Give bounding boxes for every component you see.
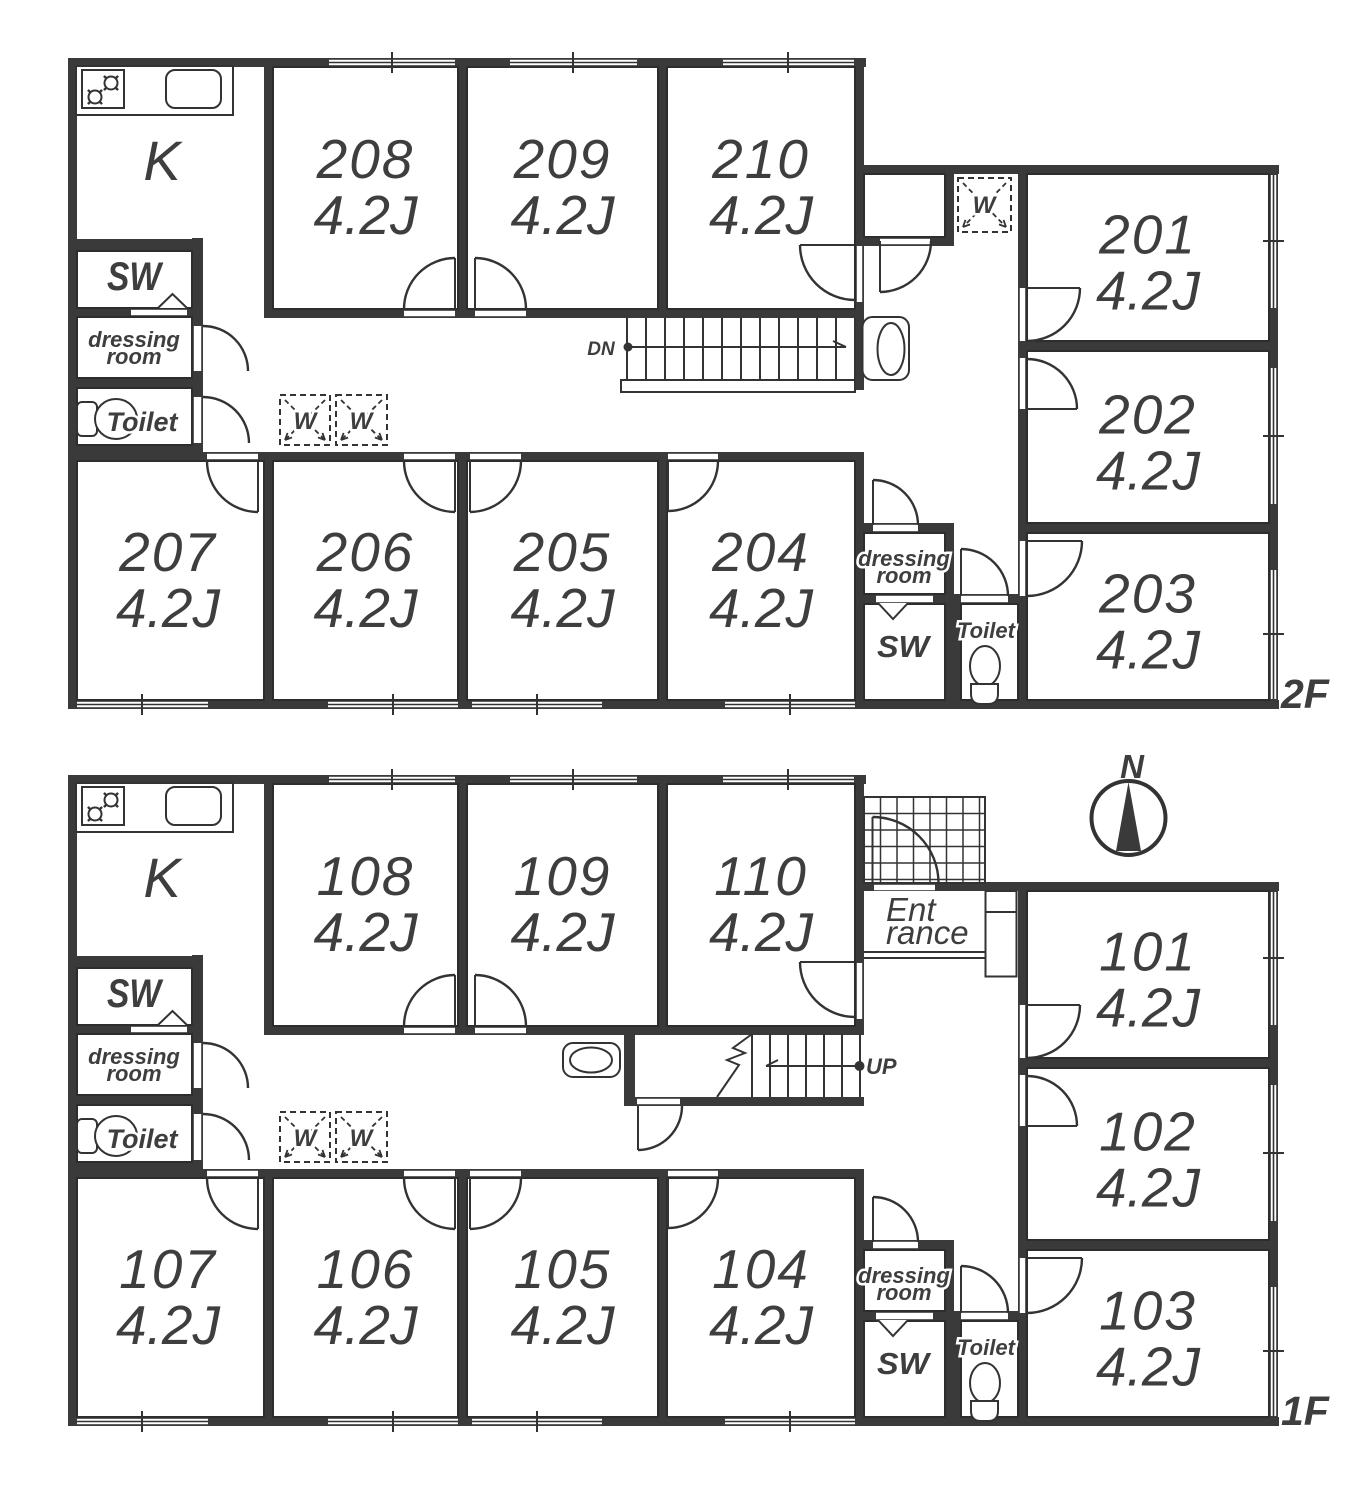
svg-text:dressing: dressing [858,546,950,571]
svg-text:205: 205 [513,521,612,583]
svg-text:W: W [973,192,998,219]
svg-text:Ent: Ent [886,891,937,928]
svg-text:W: W [294,1125,319,1152]
svg-text:4.2J: 4.2J [709,901,813,963]
svg-text:room: room [107,1061,162,1086]
svg-text:110: 110 [714,845,808,907]
svg-text:Toilet: Toilet [957,1335,1017,1360]
svg-text:W: W [350,408,375,435]
svg-text:room: room [877,563,932,588]
svg-text:dressing: dressing [88,1044,180,1069]
svg-text:102: 102 [1099,1101,1197,1163]
svg-text:room: room [877,1280,932,1305]
svg-text:4.2J: 4.2J [314,577,418,639]
svg-text:104: 104 [712,1238,810,1300]
svg-text:N: N [1120,748,1145,785]
svg-text:2F: 2F [1280,671,1330,717]
svg-text:room: room [107,344,162,369]
svg-text:4.2J: 4.2J [511,901,615,963]
svg-text:dressing: dressing [858,1263,950,1288]
svg-text:4.2J: 4.2J [1096,1336,1200,1398]
svg-text:4.2J: 4.2J [1096,619,1200,681]
svg-text:105: 105 [514,1238,612,1300]
svg-text:4.2J: 4.2J [314,184,418,246]
svg-text:108: 108 [317,845,415,907]
svg-text:207: 207 [118,521,217,583]
svg-text:SW: SW [877,1346,932,1381]
svg-text:K: K [143,846,183,909]
svg-text:107: 107 [119,1238,217,1300]
svg-text:208: 208 [316,128,415,190]
svg-text:rance: rance [886,914,969,951]
svg-text:202: 202 [1098,384,1197,446]
svg-text:206: 206 [316,521,415,583]
svg-text:204: 204 [711,521,810,583]
svg-text:203: 203 [1098,563,1197,625]
svg-text:106: 106 [317,1238,415,1300]
svg-text:Toilet: Toilet [957,618,1017,643]
svg-text:SW: SW [107,972,164,1016]
svg-text:UP: UP [866,1054,897,1079]
svg-text:101: 101 [1099,921,1197,983]
svg-text:dressing: dressing [88,327,180,352]
svg-text:4.2J: 4.2J [1096,1157,1200,1219]
svg-text:Toilet: Toilet [107,407,179,437]
svg-text:4.2J: 4.2J [1096,977,1200,1039]
svg-text:1F: 1F [1281,1388,1330,1434]
svg-text:209: 209 [513,128,612,190]
svg-text:4.2J: 4.2J [1096,440,1200,502]
svg-text:SW: SW [877,629,932,664]
svg-text:4.2J: 4.2J [511,577,615,639]
svg-text:4.2J: 4.2J [511,184,615,246]
svg-text:4.2J: 4.2J [511,1294,615,1356]
svg-text:4.2J: 4.2J [709,1294,813,1356]
svg-text:4.2J: 4.2J [709,577,813,639]
svg-text:DN: DN [587,339,616,360]
svg-text:W: W [294,408,319,435]
svg-text:103: 103 [1099,1280,1197,1342]
svg-text:4.2J: 4.2J [314,1294,418,1356]
svg-text:210: 210 [711,128,810,190]
svg-text:4.2J: 4.2J [116,1294,220,1356]
svg-text:Toilet: Toilet [107,1124,179,1154]
svg-text:109: 109 [514,845,612,907]
svg-text:4.2J: 4.2J [709,184,813,246]
svg-text:W: W [350,1125,375,1152]
svg-text:K: K [143,129,183,192]
svg-text:4.2J: 4.2J [116,577,220,639]
svg-text:SW: SW [107,255,164,299]
svg-text:4.2J: 4.2J [1096,260,1200,322]
svg-text:201: 201 [1098,204,1197,266]
svg-text:4.2J: 4.2J [314,901,418,963]
